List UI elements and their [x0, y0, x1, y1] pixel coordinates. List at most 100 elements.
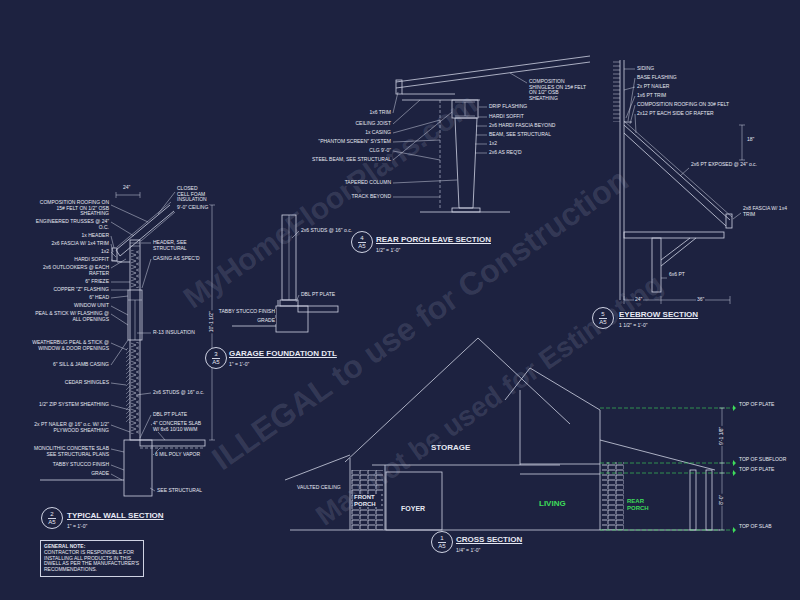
callout-text: 6" FRIEZE — [30, 279, 110, 285]
detail-number: 2 — [48, 511, 55, 518]
callout-text: WINDOW UNIT — [30, 303, 110, 309]
callout-text: SIDING — [636, 66, 655, 72]
callout-text: TRACK BEYOND — [351, 194, 392, 200]
callout-text: TAPERED COLUMN — [344, 180, 392, 186]
detail-callout: 4A5 — [351, 231, 373, 253]
detail-number: 4 — [358, 235, 365, 242]
callout-text: 1x HEADER — [30, 233, 110, 239]
callout-text: CEDAR SHINGLES — [30, 380, 110, 386]
general-note: GENERAL NOTE:CONTRACTOR IS RESPONSIBLE F… — [40, 540, 144, 577]
callout-text: 1" = 1'-0" — [228, 362, 250, 368]
room-name: FRONT PORCH — [353, 494, 381, 507]
detail-callout: 5A5 — [592, 307, 614, 329]
callout-text: 1x6 TRIM — [368, 110, 392, 116]
detail-callout: 1A5 — [431, 531, 453, 553]
callout-text: 1 1/2" = 1'-0" — [618, 323, 649, 329]
callout-text: 2x PT NAILER @ 16" o.c. W/ 1/2" PLYWOOD … — [30, 422, 110, 433]
sheet-number: A5 — [599, 319, 606, 325]
detail-callout: 3A5 — [205, 347, 227, 369]
callout-text: 1x CASING — [364, 130, 392, 136]
callout-text: 1x2 — [488, 141, 498, 147]
callout-text: 24" — [122, 185, 131, 191]
section-title: EYEBROW SECTION — [618, 311, 699, 320]
callout-text: 4" CONCRETE SLAB W/ 6x6 10/10 WWM — [152, 421, 206, 432]
callout-text: 9'-0" CEILING — [176, 205, 210, 211]
callout-text: HEADER, SEE STRUCTURAL — [152, 240, 206, 251]
detail-callout: 2A5 — [41, 507, 63, 529]
callout-text: 1" = 1'-0" — [66, 524, 88, 530]
callout-text: 36" — [696, 297, 705, 303]
callout-text: TOP OF PLATE — [738, 467, 775, 473]
section-title: TYPICAL WALL SECTION — [66, 512, 165, 521]
callout-text: HARDI SOFFIT — [488, 114, 525, 120]
callout-text: 2x6 HARDI FASCIA BEYOND — [488, 123, 556, 129]
callout-text: 2x6 STUDS @ 16" o.c. — [152, 390, 206, 396]
callout-text: GRADE — [30, 471, 110, 477]
dimension: 8'-0" — [719, 494, 725, 506]
eyebrow-section — [613, 60, 745, 304]
callout-text: 2x6 FASCIA W/ 1x4 TRIM — [30, 241, 110, 247]
callout-text: 2x8 FASCIA W/ 1x4 TRIM — [742, 206, 788, 217]
callout-text: 2x6 AS REQ'D — [488, 150, 523, 156]
callout-text: 6 MIL POLY VAPOR — [154, 452, 208, 458]
callout-text: 1x2 — [30, 249, 110, 255]
callout-text: 2x12 PT EACH SIDE OF RAFTER — [636, 111, 715, 117]
callout-text: CASING AS SPEC'D — [152, 256, 206, 262]
callout-text: 2x6 PT EXPOSED @ 24" o.c. — [690, 162, 758, 168]
detail-number: 1 — [438, 535, 445, 542]
callout-text: TOP OF SUBFLOOR — [738, 457, 787, 463]
callout-text: 2x PT NAILER — [636, 84, 670, 90]
room-name: REAR PORCH — [626, 498, 656, 511]
callout-text: COMPOSITION ROOFING ON 15# FELT ON 1/2" … — [30, 200, 110, 217]
room-name: FOYER — [400, 505, 426, 513]
section-title: REAR PORCH EAVE SECTION — [375, 236, 492, 245]
callout-text: PEAL & STICK W/ FLASHING @ ALL OPENINGS — [30, 311, 110, 322]
callout-text: R-13 INSULATION — [152, 330, 206, 336]
dimension: 9'-1 1/8" — [719, 426, 725, 446]
callout-text: DBL PT PLATE — [300, 292, 336, 298]
callout-text: GRADE — [256, 318, 276, 324]
callout-text: STEEL BEAM, SEE STRUCTURAL — [311, 157, 392, 163]
room-name: LIVING — [538, 500, 567, 509]
sheet-number: A5 — [48, 519, 55, 525]
callout-text: 24" — [634, 297, 643, 303]
callout-text: 2x6 STUDS @ 16" o.c. — [300, 228, 353, 234]
callout-text: TABBY STUCCO FINISH — [30, 462, 110, 468]
note-text: CONTRACTOR IS RESPONSIBLE FOR INSTALLING… — [44, 550, 140, 573]
room-name: STORAGE — [430, 444, 471, 453]
callout-text: COMPOSITION ROOFING ON 30# FELT — [636, 102, 730, 108]
callout-text: SEE STRUCTURAL — [156, 488, 203, 494]
callout-text: WEATHERBUG PEAL & STICK @ WINDOW & DOOR … — [30, 340, 110, 351]
callout-text: TOP OF SLAB — [738, 524, 773, 530]
callout-text: COPPER "Z" FLASHING — [30, 287, 110, 293]
callout-text: MONOLITHIC CONCRETE SLAB SEE STRUCTURAL … — [30, 446, 110, 457]
callout-text: COMPOSITION SHINGLES ON 15# FELT ON 1/2"… — [528, 79, 588, 101]
callout-text: 6" HEAD — [30, 295, 110, 301]
dimension: 10'-1 1/2" — [209, 310, 215, 333]
section-title: CROSS SECTION — [455, 536, 523, 545]
callout-text: 2x6 OUTLOOKERS @ EACH RAFTER — [30, 265, 110, 276]
callout-text: 1/2" ZIP SYSTEM SHEATHING — [30, 402, 110, 408]
callout-text: ENGINEERED TRUSSES @ 24" O.C. — [30, 219, 110, 230]
section-title: GARAGE FOUNDATION DTL — [228, 350, 338, 359]
callout-text: CLOSED CELL FOAM INSULATION — [176, 186, 210, 203]
sheet-number: A5 — [438, 543, 445, 549]
sheet-number: A5 — [358, 243, 365, 249]
callout-text: DBL PT PLATE — [152, 412, 206, 418]
callout-text: TOP OF PLATE — [738, 402, 775, 408]
sheet-number: A5 — [212, 359, 219, 365]
callout-text: DRIP FLASHING — [488, 104, 528, 110]
callout-text: HARDI SOFFIT — [30, 257, 110, 263]
callout-text: "PHANTOM SCREEN" SYSTEM — [317, 139, 392, 145]
watermark: MyHomeFloorPlans.com — [176, 86, 483, 315]
callout-text: BEAM, SEE STRUCTURAL — [488, 132, 552, 138]
callout-text: 6" SILL & JAMB CASING — [30, 362, 110, 368]
callout-text: 6x6 PT — [668, 272, 686, 278]
callout-text: 1x6 PT TRIM — [636, 93, 667, 99]
callout-text: VAULTED CEILING — [296, 485, 342, 491]
callout-text: TABBY STUCCO FINISH — [218, 309, 276, 315]
callout-text: CLG 9'-0" — [368, 148, 392, 154]
callout-text: 18" — [746, 137, 755, 143]
callout-text: 1/2" = 1'-0" — [375, 248, 401, 254]
